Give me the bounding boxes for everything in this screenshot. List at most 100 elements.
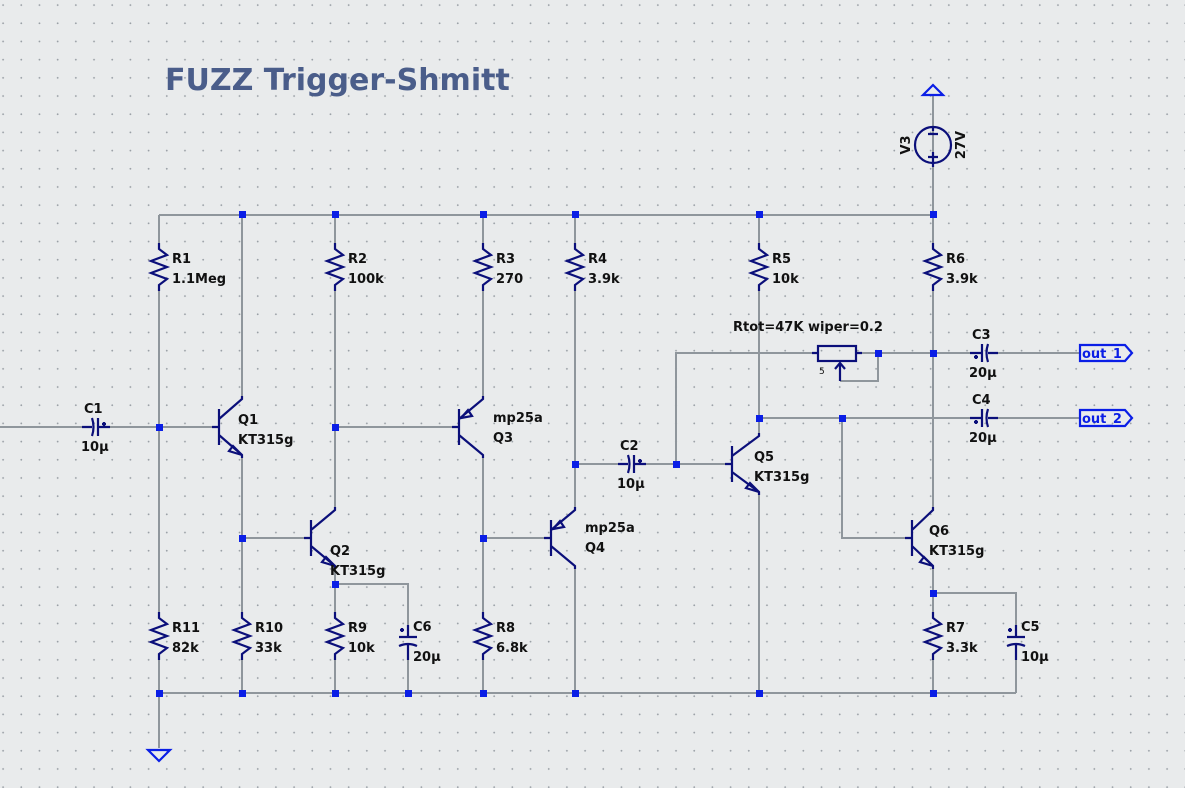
- resistor-zigzag-icon: [747, 243, 771, 291]
- resistor-zigzag-icon: [147, 243, 171, 291]
- potentiometer[interactable]: Rtot=47K wiper=0.2 5: [733, 320, 883, 381]
- resistor-zigzag-icon: [563, 243, 587, 291]
- resistor-r7[interactable]: R7 3.3k: [921, 612, 978, 660]
- transistor-model: mp25a: [493, 411, 543, 426]
- resistor-zigzag-icon: [471, 612, 495, 660]
- wire-q6-base: [841, 418, 905, 539]
- v3-name: V3: [899, 135, 914, 154]
- capacitor-value: 10µ: [1021, 650, 1049, 665]
- emitter-arrow-icon: [918, 555, 934, 568]
- junctions: [156, 211, 937, 697]
- resistor-name: R6: [946, 252, 965, 267]
- resistor-name: R5: [772, 252, 791, 267]
- capacitor-value: 10µ: [81, 440, 109, 455]
- capacitor-icon: [970, 343, 998, 363]
- capacitor-icon: [82, 417, 110, 437]
- resistor-name: R7: [946, 621, 965, 636]
- capacitor-c6[interactable]: C6 20µ: [398, 620, 441, 665]
- capacitor-value: 10µ: [617, 477, 645, 492]
- pot-pin-label: 5: [819, 367, 825, 377]
- emitter-arrow-icon: [458, 408, 474, 420]
- capacitor-c4[interactable]: C4 20µ: [969, 393, 998, 446]
- resistor-r6[interactable]: R6 3.9k: [921, 243, 978, 291]
- transistor-model: KT315g: [330, 564, 385, 579]
- transistor-name: Q2: [330, 544, 350, 559]
- resistor-zigzag-icon: [921, 243, 945, 291]
- resistor-value: 33k: [255, 641, 282, 656]
- capacitor-name: C4: [972, 393, 991, 408]
- resistor-zigzag-icon: [230, 612, 254, 660]
- wires: [0, 95, 1080, 748]
- resistor-r4[interactable]: R43.9k: [563, 243, 620, 291]
- capacitor-icon: [618, 454, 646, 474]
- resistor-value: 100k: [348, 272, 384, 287]
- resistor-name: R1: [172, 252, 191, 267]
- transistor-model: KT315g: [754, 470, 809, 485]
- resistor-name: R11: [172, 621, 200, 636]
- capacitor-name: C3: [972, 328, 991, 343]
- transistor-icon: [725, 433, 761, 495]
- resistor-name: R8: [496, 621, 515, 636]
- resistor-value: 10k: [348, 641, 375, 656]
- resistor-r2[interactable]: R2 100k: [323, 243, 384, 291]
- pot-wiper-icon: [834, 361, 846, 381]
- transistor-icon: [905, 507, 935, 569]
- transistor-model: mp25a: [585, 521, 635, 536]
- capacitor-name: C5: [1021, 620, 1040, 635]
- resistor-zigzag-icon: [921, 612, 945, 660]
- net-label-out-2[interactable]: out_2: [1078, 408, 1134, 428]
- capacitor-name: C6: [413, 620, 432, 635]
- emitter-arrow-icon: [744, 481, 760, 494]
- capacitor-c1[interactable]: C1 10µ: [81, 402, 110, 455]
- capacitor-c2[interactable]: C2 10µ: [617, 439, 646, 492]
- resistor-name: R10: [255, 621, 283, 636]
- resistor-zigzag-icon: [323, 243, 347, 291]
- v3-value: 27V: [954, 131, 969, 159]
- resistor-value: 270: [496, 272, 523, 287]
- resistor-zigzag-icon: [147, 612, 171, 660]
- resistor-value: 3.3k: [946, 641, 978, 656]
- transistor-model: KT315g: [929, 544, 984, 559]
- resistor-name: R2: [348, 252, 367, 267]
- pot-params: Rtot=47K wiper=0.2: [733, 320, 883, 335]
- resistor-value: 6.8k: [496, 641, 528, 656]
- capacitor-icon: [1006, 625, 1026, 660]
- wire-c6: [335, 583, 409, 693]
- capacitor-value: 20µ: [969, 366, 997, 381]
- resistor-value: 10k: [772, 272, 799, 287]
- capacitor-name: C2: [620, 439, 639, 454]
- resistor-value: 82k: [172, 641, 199, 656]
- transistor-name: Q3: [493, 431, 513, 446]
- resistor-value: 3.9k: [946, 272, 978, 287]
- capacitor-value: 20µ: [413, 650, 441, 665]
- resistor-r1[interactable]: R11.1Meg: [147, 243, 226, 291]
- transistor-icon: [544, 507, 577, 569]
- wire-pot-wiper: [840, 353, 879, 382]
- capacitor-name: C1: [84, 402, 103, 417]
- svg-text:out_1: out_1: [1082, 347, 1122, 362]
- emitter-arrow-icon: [550, 519, 566, 531]
- capacitor-c3[interactable]: C3 20µ: [969, 328, 998, 381]
- voltage-source-v3[interactable]: V3 27V: [899, 83, 969, 167]
- capacitor-value: 20µ: [969, 431, 997, 446]
- resistor-value: 3.9k: [588, 272, 620, 287]
- net-label-out-1[interactable]: out_1: [1078, 343, 1134, 363]
- transistor-name: Q5: [754, 450, 774, 465]
- resistor-name: R9: [348, 621, 367, 636]
- resistor-r8[interactable]: R8 6.8k: [471, 612, 528, 660]
- transistor-icon: [212, 396, 244, 458]
- capacitor-c5[interactable]: C5 10µ: [1006, 620, 1049, 665]
